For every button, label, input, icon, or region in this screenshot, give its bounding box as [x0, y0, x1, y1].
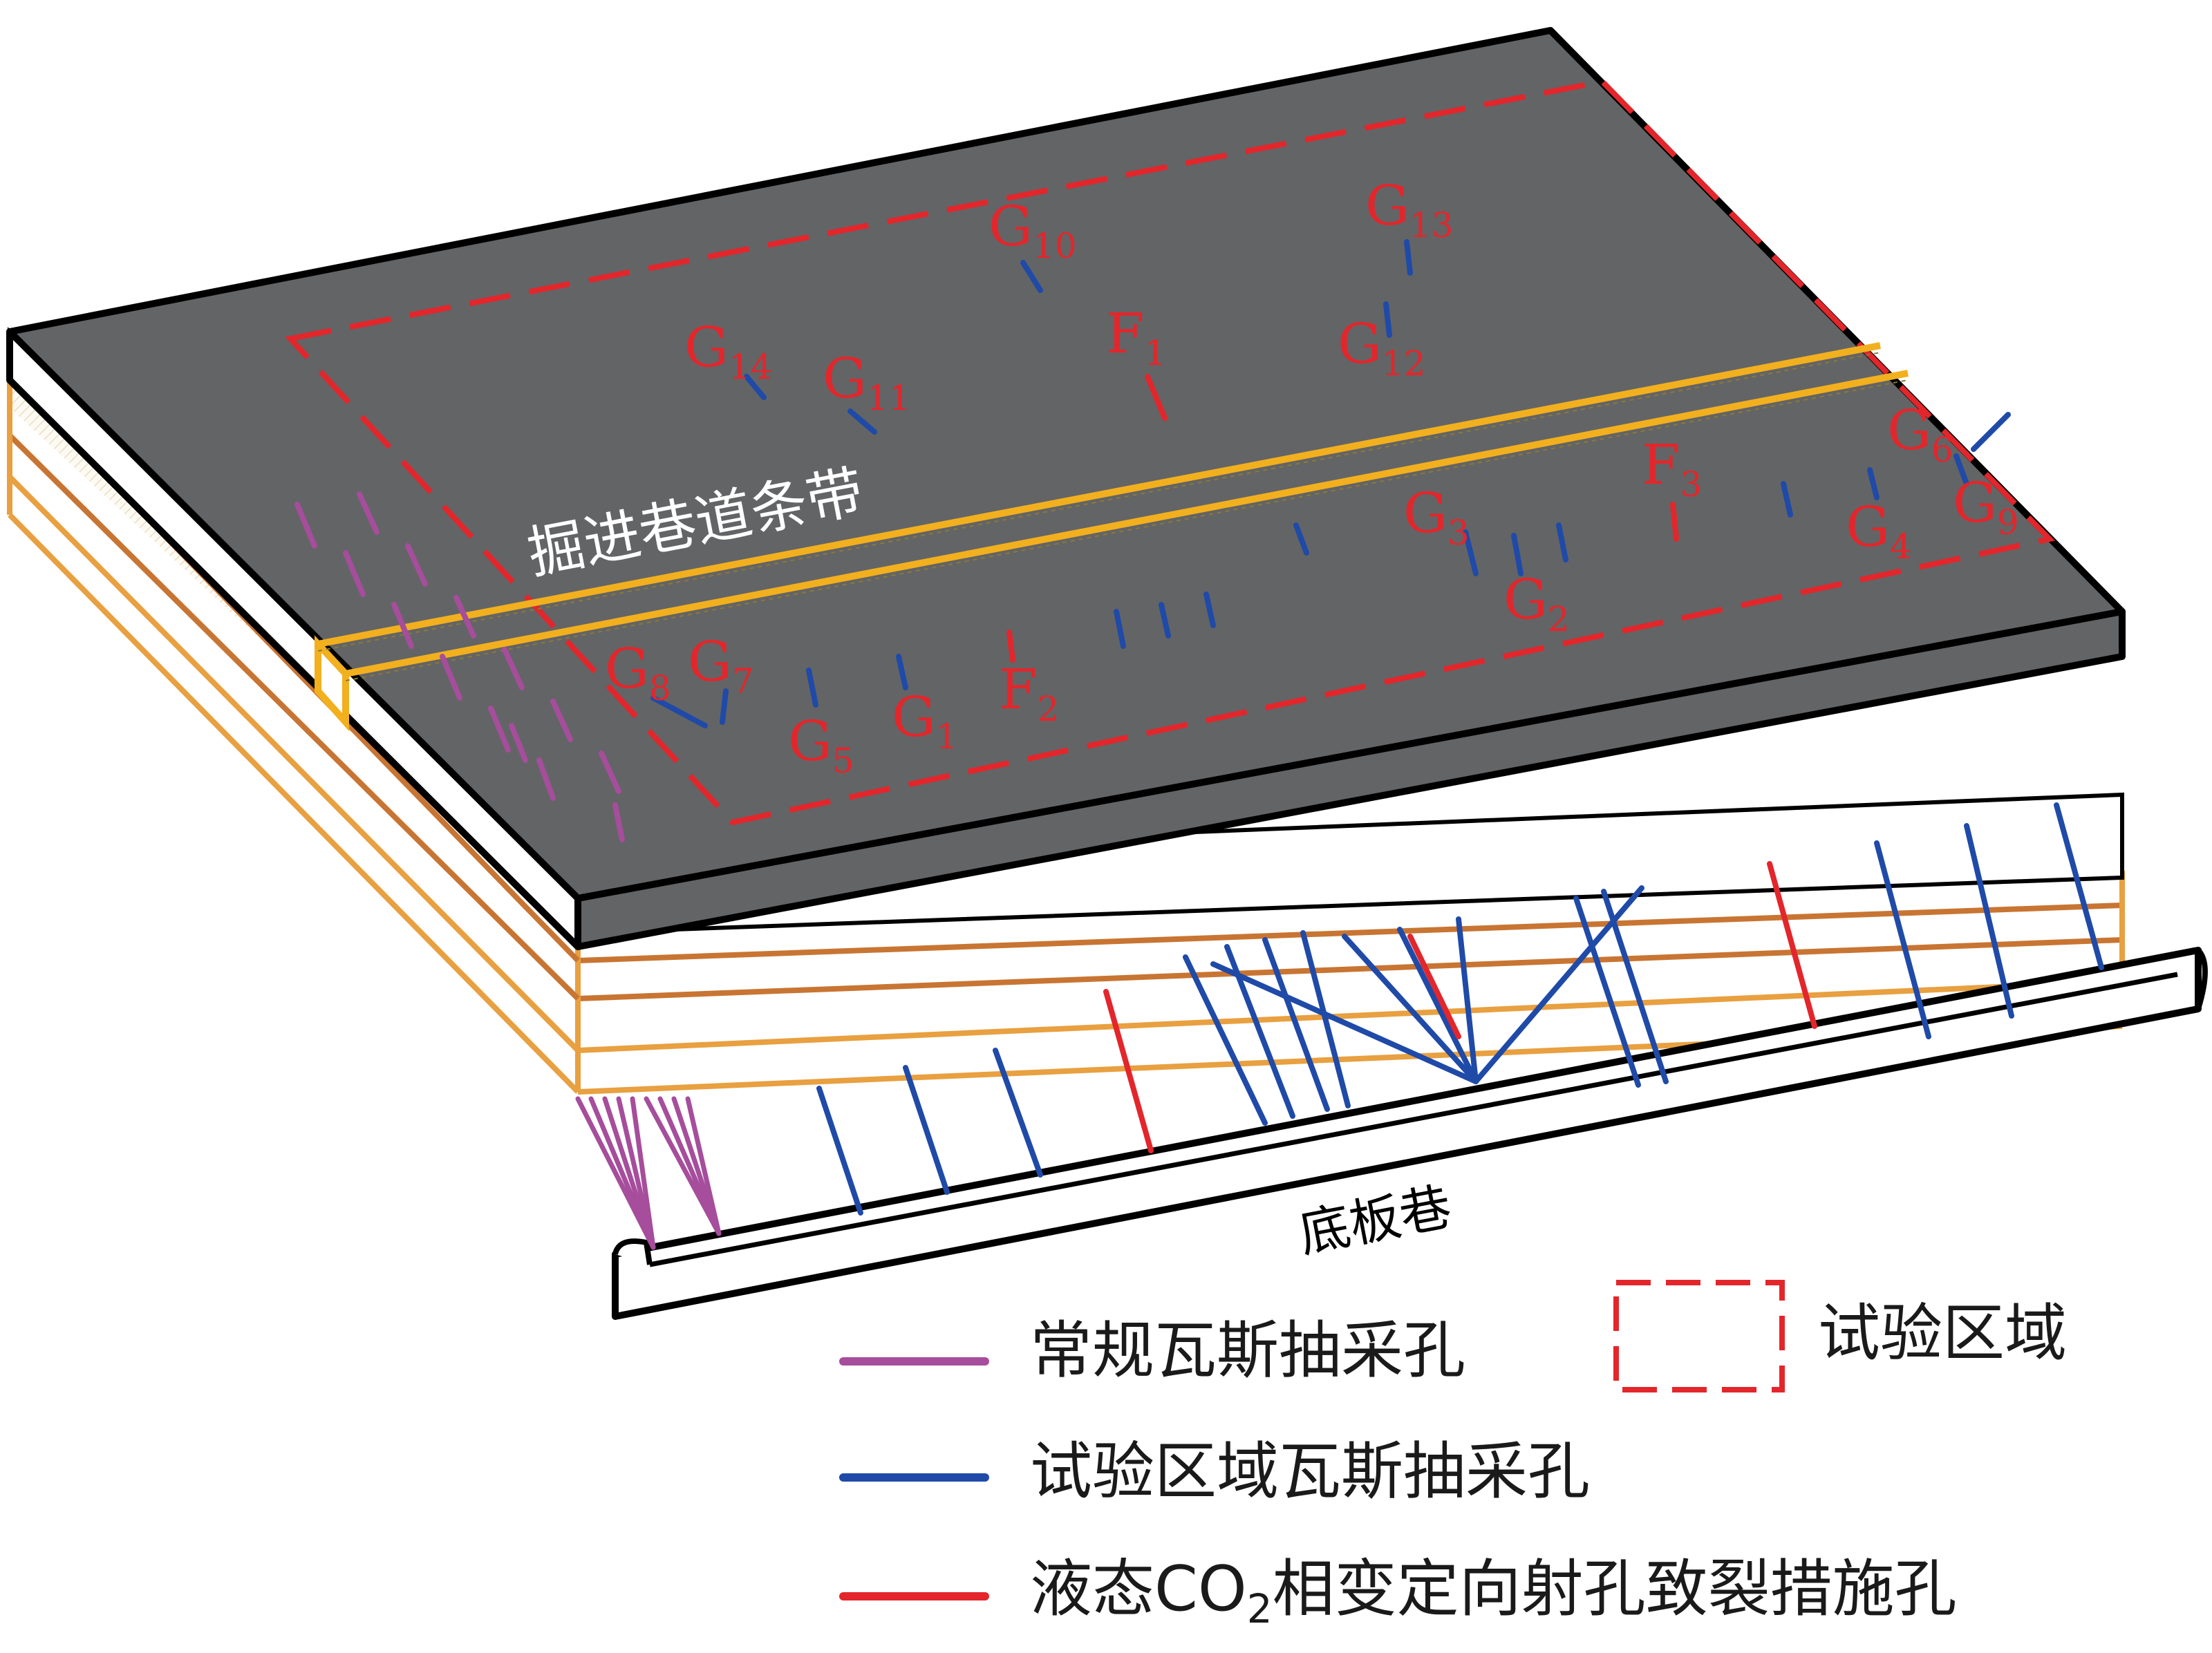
- hole-label-letter: G: [823, 346, 867, 410]
- hole-label-subscript: 9: [1997, 502, 2019, 542]
- hole-label-subscript: 2: [1038, 689, 1060, 729]
- underground-test-holes: [816, 802, 2104, 1216]
- hole-label-subscript: 10: [1033, 226, 1077, 266]
- hole-label-g8: G8: [605, 636, 671, 708]
- legend-co2-label: 液态CO2相变定向射孔致裂措施孔: [1030, 1553, 1957, 1632]
- hole-label-f2: F2: [999, 657, 1059, 729]
- roadway-strip: [315, 342, 1909, 732]
- hole-label-letter: G: [1503, 567, 1548, 632]
- hole-label-subscript: 3: [1447, 513, 1470, 553]
- hole-label-subscript: 3: [1680, 464, 1703, 504]
- legend-conventional-label: 常规瓦斯抽采孔: [1030, 1314, 1465, 1387]
- hole-label-subscript: 13: [1409, 205, 1454, 245]
- hole-label-subscript: 11: [867, 378, 911, 418]
- hole-label-letter: G: [1365, 173, 1409, 238]
- hole-label-subscript: 7: [732, 661, 754, 701]
- legend-co2-prefix: 液态CO: [1030, 1553, 1247, 1625]
- hole-label-letter: G: [1887, 398, 1931, 462]
- legend-test-area-label: 试验区域: [1818, 1297, 2067, 1370]
- hole-label-letter: G: [684, 315, 729, 379]
- hole-label-letter: G: [788, 709, 832, 773]
- hole-label-subscript: 14: [729, 347, 773, 387]
- hole-label-letter: G: [605, 636, 649, 701]
- hole-label-subscript: 12: [1382, 343, 1426, 384]
- hole-label-f1: F1: [1106, 301, 1166, 373]
- hole-label-g13: G13: [1365, 173, 1454, 245]
- hole-label-letter: G: [1338, 312, 1382, 376]
- hole-label-g10: G10: [988, 194, 1077, 266]
- hole-label-letter: G: [1846, 495, 1890, 559]
- hole-label-f3: F3: [1642, 433, 1702, 504]
- hole-label-letter: F: [1642, 433, 1680, 497]
- surface-co2-holes: [1006, 374, 1679, 663]
- hole-label-g7: G7: [688, 630, 754, 701]
- hole-label-letter: G: [988, 194, 1033, 258]
- hole-label-g4: G4: [1846, 495, 1912, 567]
- legend-test-drainage-label: 试验区域瓦斯抽采孔: [1030, 1435, 1590, 1508]
- hole-label-subscript: 2: [1548, 599, 1570, 639]
- hole-label-subscript: 8: [649, 668, 671, 708]
- hole-label-g2: G2: [1503, 567, 1570, 639]
- floor-roadway-label: 底板巷: [1294, 1178, 1456, 1265]
- legend-test-area-swatch: [1613, 1280, 1785, 1392]
- legend-co2-subscript: 2: [1247, 1585, 1273, 1632]
- hole-label-letter: F: [999, 657, 1038, 721]
- hole-label-g1: G1: [892, 685, 958, 757]
- legend: 常规瓦斯抽采孔 试验区域 试验区域瓦斯抽采孔 液态CO2相变定向射孔致裂措施孔: [839, 1280, 2067, 1632]
- hole-label-letter: G: [1953, 471, 1997, 535]
- hole-label-subscript: 1: [1145, 333, 1167, 373]
- hole-label-g3: G3: [1403, 481, 1470, 553]
- hole-label-g5: G5: [788, 709, 854, 781]
- hole-label-g9: G9: [1953, 471, 2019, 542]
- hole-label-subscript: 1: [936, 717, 958, 757]
- hole-label-subscript: 6: [1931, 430, 1953, 470]
- hole-label-g11: G11: [823, 346, 911, 418]
- test-area-outline: [285, 78, 2055, 826]
- hole-label-g6: G6: [1887, 398, 1953, 470]
- underground-co2-holes: [1103, 861, 1817, 1153]
- surface-conventional-holes: [294, 491, 625, 842]
- hole-label-letter: F: [1106, 301, 1145, 366]
- underground-conventional-holes: [575, 1096, 722, 1250]
- hole-label-letter: G: [892, 685, 936, 749]
- coal-seam-top: [6, 27, 2126, 902]
- hole-label-subscript: 4: [1890, 527, 1912, 567]
- hole-label-letter: G: [688, 630, 732, 694]
- hole-label-subscript: 5: [832, 741, 854, 781]
- legend-co2-suffix: 相变定向射孔致裂措施孔: [1273, 1553, 1957, 1625]
- hole-label-g14: G14: [684, 315, 773, 387]
- hole-label-g12: G12: [1338, 312, 1426, 384]
- hole-label-letter: G: [1403, 481, 1447, 545]
- surface-test-holes: [650, 239, 2011, 728]
